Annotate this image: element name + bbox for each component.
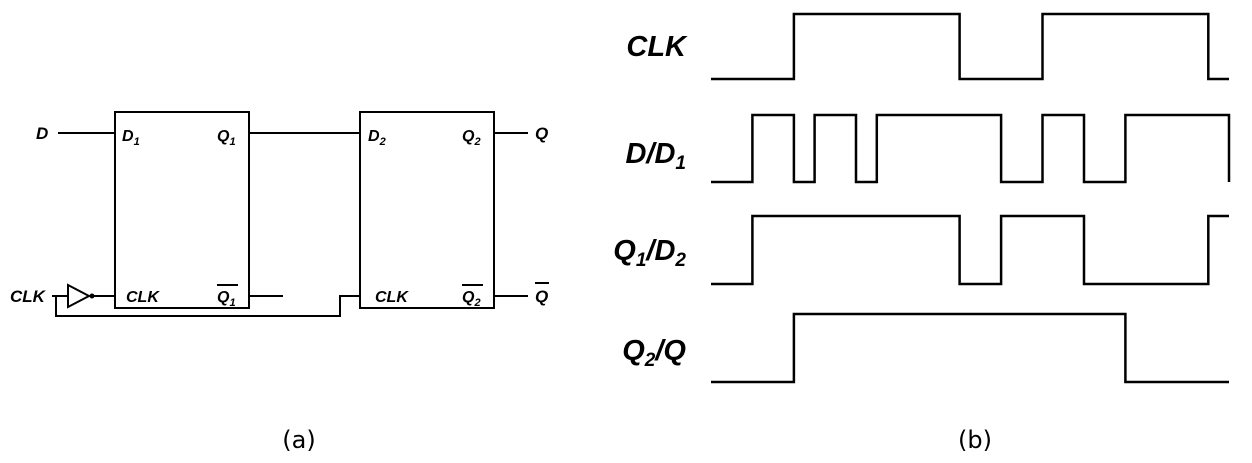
caption-a: (a) [282, 426, 315, 454]
caption-b: (b) [958, 426, 992, 454]
inverter-bubble [89, 293, 95, 299]
ff2-clk-label: CLK [375, 289, 409, 306]
flip-flop-2 [359, 111, 495, 309]
ff2-qbar-text: Q2 [462, 289, 481, 309]
q1-signal-label: Q1/D2 [613, 235, 686, 271]
ff1-d-label: D1 [122, 128, 140, 148]
timing-diagram: CLK D/D1 Q1/D2 Q2/Q [613, 12, 1231, 384]
q-output-label: Q [535, 124, 548, 143]
ff1-clk-label: CLK [126, 289, 160, 306]
ff2-d-label: D2 [368, 128, 386, 148]
ff1-qbar-text: Q1 [217, 289, 236, 309]
waveforms [711, 12, 1231, 384]
ff2-qbar-label: Q2 [462, 284, 483, 309]
circuit-diagram: D CLK Q Q D1 Q1 CLK Q1 D2 Q2 CLK Q2 [10, 111, 549, 317]
q2-signal-label: Q2/Q [622, 335, 686, 371]
clk2-wire [55, 295, 360, 317]
clk-input-label: CLK [10, 287, 47, 306]
clk-waveform [711, 12, 1229, 81]
ff1-qbar-label: Q1 [217, 284, 238, 309]
d-input-label: D [36, 124, 48, 143]
q1-waveform [711, 214, 1229, 286]
qbar-output-label: Q [535, 282, 549, 306]
ff1-q-label: Q1 [217, 128, 236, 148]
q2-waveform [711, 312, 1229, 384]
d-signal-label: D/D1 [625, 138, 686, 174]
ff2-q-label: Q2 [462, 128, 481, 148]
inverter-symbol [67, 283, 92, 309]
clk-signal-label: CLK [626, 31, 688, 63]
flip-flop-1 [114, 111, 250, 309]
qbar-output-text: Q [535, 287, 548, 306]
d-waveform [711, 113, 1231, 184]
